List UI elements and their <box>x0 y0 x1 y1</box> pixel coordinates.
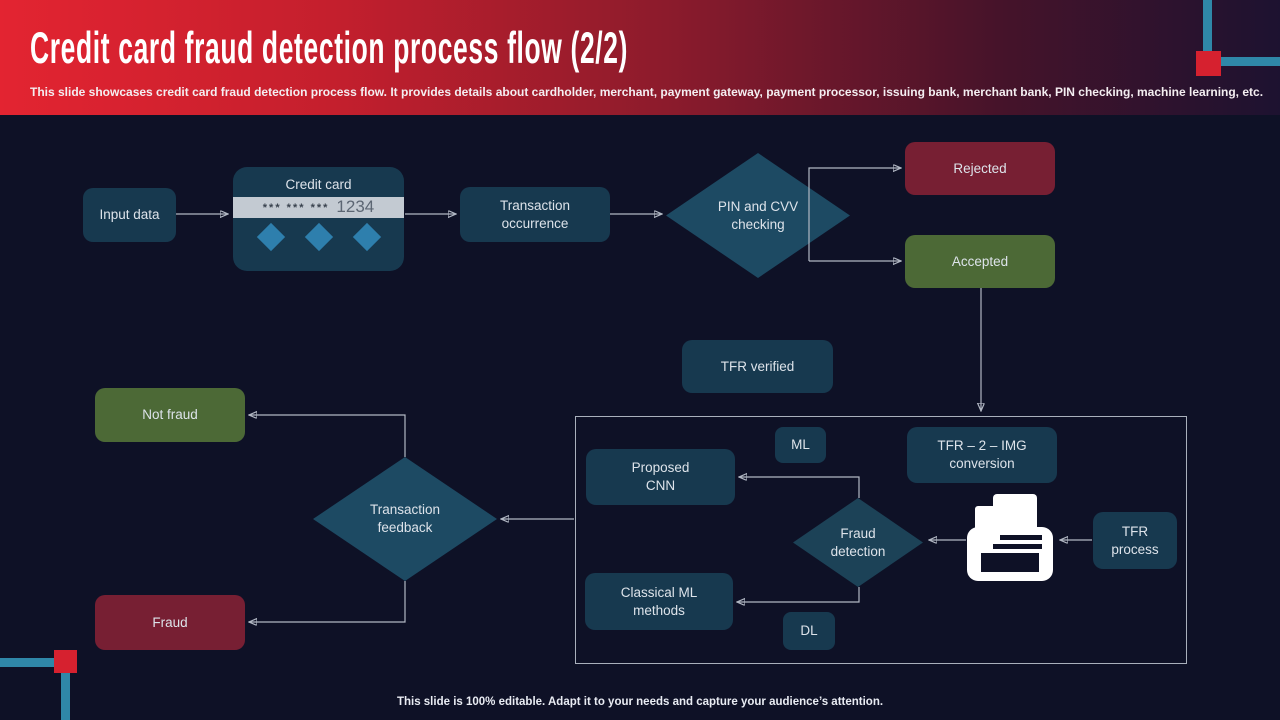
card-diamond-icons <box>233 222 404 252</box>
node-fraud: Fraud <box>95 595 245 650</box>
diamond-icon <box>256 222 285 252</box>
node-label: CNN <box>645 478 676 493</box>
node-label: Fraud <box>152 614 188 630</box>
node-transaction-occurrence: Transaction occurrence <box>460 187 610 242</box>
node-label: Fraud <box>840 525 876 541</box>
node-label: TFR verified <box>720 358 795 374</box>
node-label: TFR <box>1121 523 1149 539</box>
node-label: methods <box>633 602 685 618</box>
node-not-fraud: Not fraud <box>95 388 245 442</box>
node-label: process <box>1111 541 1159 557</box>
node-label: conversion <box>949 456 1015 471</box>
node-label: Not fraud <box>142 407 198 423</box>
accent-square-top-right <box>1196 51 1221 76</box>
detection-group-container <box>575 416 1187 664</box>
node-classical-ml-methods: Classical ML methods <box>585 573 733 630</box>
node-label: occurrence <box>501 215 569 231</box>
node-label: Classical ML <box>620 584 698 600</box>
node-accepted: Accepted <box>905 235 1055 288</box>
node-label: DL <box>800 623 818 639</box>
credit-card-number-stripe: *** *** *** 1234 <box>233 197 404 218</box>
node-tfr-verified: TFR verified <box>682 340 833 393</box>
node-label: Rejected <box>953 160 1007 176</box>
decision-pin-cvv-checking: PIN and CVV checking <box>666 153 850 278</box>
accent-line-bottom-left-vertical <box>61 672 70 720</box>
accent-line-top-right-horizontal <box>1221 57 1280 66</box>
node-label: feedback <box>377 520 433 535</box>
node-ml: ML <box>775 427 826 463</box>
diamond-icon <box>352 222 381 252</box>
node-input-data: Input data <box>83 188 176 242</box>
card-masked-digits: *** *** *** <box>262 202 330 215</box>
node-dl: DL <box>783 612 835 650</box>
node-label: detection <box>830 543 886 559</box>
diamond-icon <box>304 222 333 252</box>
node-rejected: Rejected <box>905 142 1055 195</box>
node-label: TFR – 2 – IMG <box>937 438 1027 454</box>
footer-note: This slide is 100% editable. Adapt it to… <box>396 696 884 708</box>
node-label: Transaction <box>369 502 441 518</box>
printer-icon <box>967 494 1053 581</box>
node-tfr-2-img-conversion: TFR – 2 – IMG conversion <box>907 427 1057 483</box>
node-label: ML <box>791 437 810 453</box>
node-label: Transaction <box>499 197 571 213</box>
accent-line-bottom-left-horizontal <box>0 658 55 667</box>
node-label: Accepted <box>951 253 1009 269</box>
node-proposed-cnn: Proposed CNN <box>586 449 735 505</box>
slide-subtitle: This slide showcases credit card fraud d… <box>30 85 1264 99</box>
credit-card-title: Credit card <box>285 177 352 192</box>
slide-title: Credit card fraud detection process flow… <box>30 24 629 74</box>
node-label: PIN and CVV <box>717 198 799 214</box>
header-banner: Credit card fraud detection process flow… <box>0 0 1280 115</box>
node-label: checking <box>731 216 785 232</box>
accent-square-bottom-left <box>54 650 77 673</box>
decision-transaction-feedback: Transaction feedback <box>313 457 497 581</box>
node-credit-card: Credit card *** *** *** 1234 <box>233 167 404 271</box>
node-label: Proposed <box>631 460 690 476</box>
node-label: Input data <box>99 207 160 223</box>
node-tfr-process: TFR process <box>1093 512 1177 569</box>
card-last-digits: 1234 <box>336 197 375 217</box>
accent-line-top-right-vertical <box>1203 0 1212 56</box>
